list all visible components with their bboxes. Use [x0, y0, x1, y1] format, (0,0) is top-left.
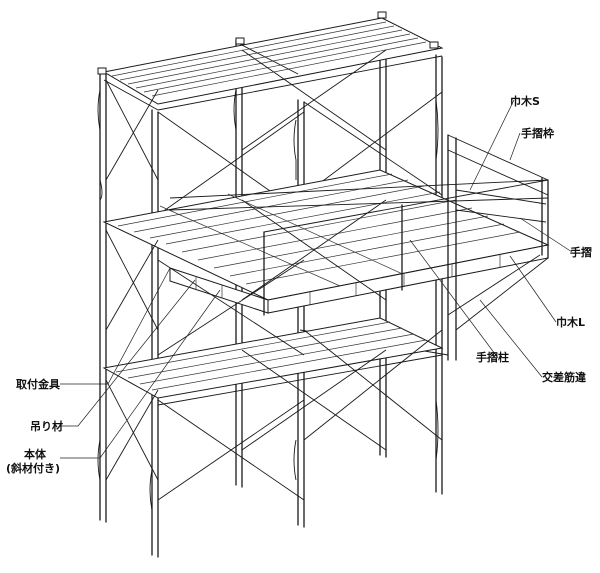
label-habaki-l: 巾木L — [556, 315, 585, 329]
leader-lines — [60, 99, 573, 459]
lower-deck — [102, 317, 444, 406]
label-kousa-sujikai: 交差筋違 — [542, 370, 586, 384]
label-tesuri-bashira: 手摺柱 — [476, 350, 509, 364]
frame-hoops — [97, 89, 439, 511]
cross-braces-lower — [105, 199, 443, 501]
label-habaki-s: 巾木S — [510, 94, 540, 108]
label-tsuri-zai: 吊り材 — [30, 419, 63, 433]
label-hontai-sub: (斜材付き) — [6, 461, 60, 475]
top-deck — [97, 11, 444, 111]
label-hontai: 本体 — [24, 447, 47, 461]
label-tesuri: 手摺 — [570, 245, 592, 259]
label-tesuri-waku: 手摺枠 — [521, 126, 554, 140]
label-toritsuke-kanagu: 取付金具 — [16, 377, 60, 391]
